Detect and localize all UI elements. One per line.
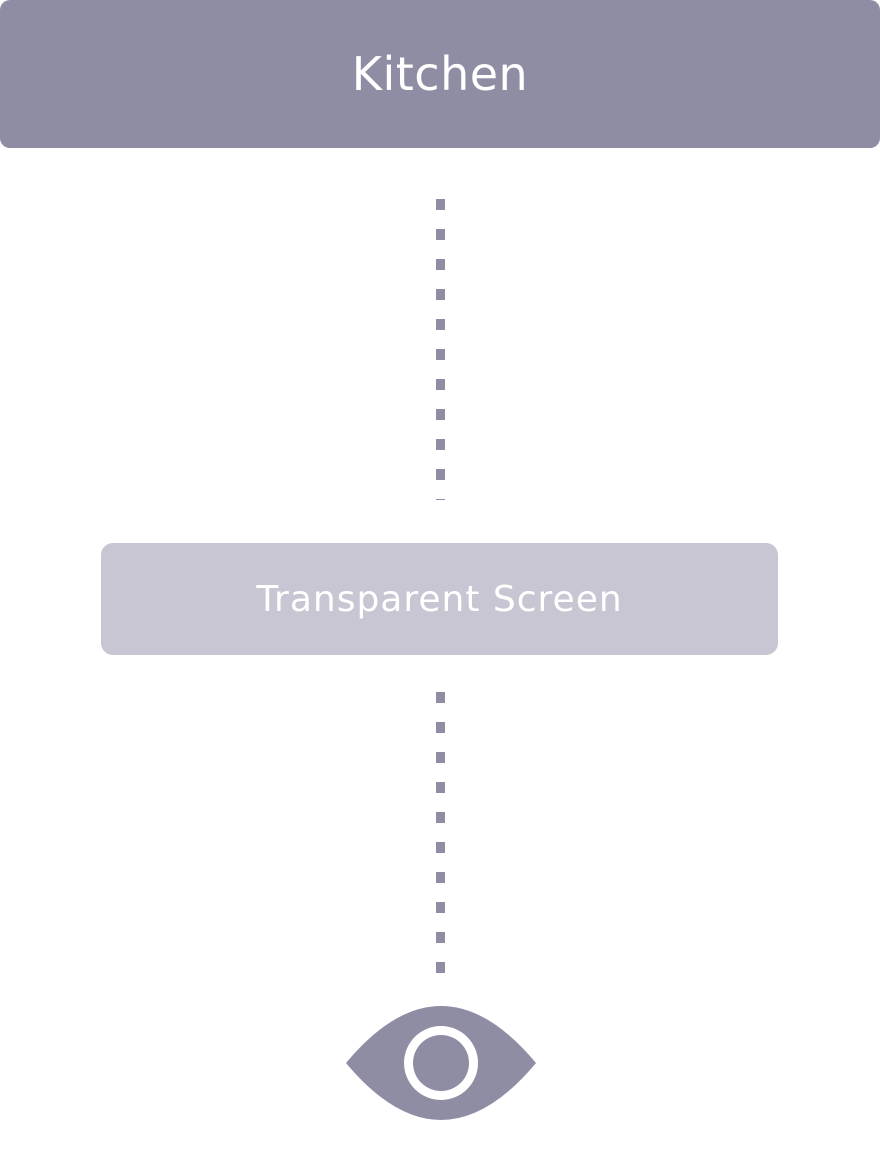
transparent-screen-label: Transparent Screen (256, 578, 623, 620)
lower-dotted-connector (436, 692, 445, 978)
eye-icon (346, 1006, 536, 1120)
kitchen-box: Kitchen (0, 0, 880, 148)
kitchen-label: Kitchen (351, 47, 529, 101)
upper-dotted-connector (436, 199, 445, 500)
transparent-screen-box: Transparent Screen (101, 543, 778, 655)
